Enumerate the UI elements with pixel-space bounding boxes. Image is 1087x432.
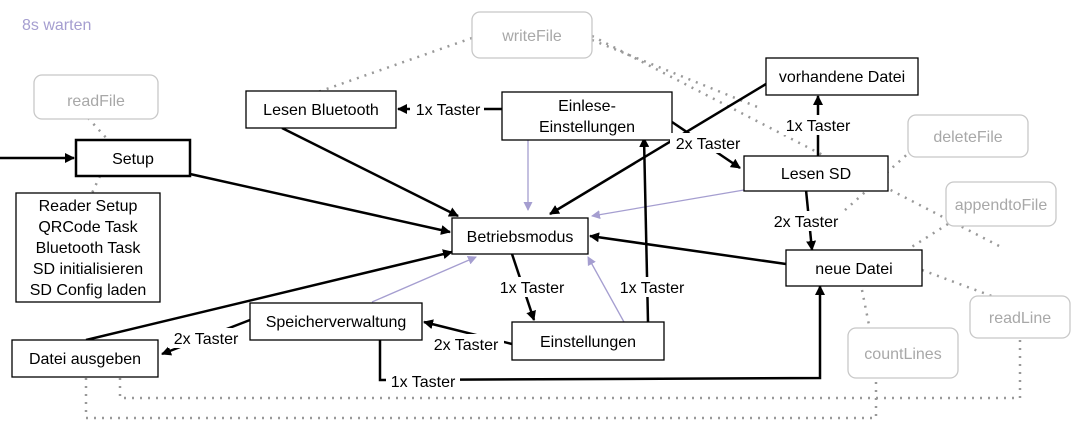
fn-readline: readLine	[969, 295, 1071, 339]
arrow-vorhandene-betriebsmodus	[549, 82, 767, 216]
node-lesen-sd-label: Lesen SD	[781, 166, 851, 183]
node-setup-details: Reader Setup QRCode Task Bluetooth Task …	[15, 192, 161, 303]
connector-writefile-left	[317, 36, 473, 94]
setup-detail-2: Bluetooth Task	[36, 240, 142, 257]
node-lesen-sd: Lesen SD	[743, 155, 889, 192]
connector-setup-details	[90, 175, 102, 194]
label-speicher-neuedatei: 1x Taster	[391, 374, 456, 391]
label-einlese-lesensd: 2x Taster	[676, 136, 741, 153]
arrow-einstellungen-betriebsmodus	[587, 256, 625, 323]
arrow-speicher-betriebsmodus	[371, 256, 477, 303]
node-vorhandene-datei: vorhandene Datei	[765, 57, 919, 96]
arrow-speicher-neuedatei	[378, 285, 825, 382]
fn-readfile: readFile	[33, 74, 159, 120]
node-betriebsmodus-label: Betriebsmodus	[467, 229, 574, 246]
node-datei-ausgeben-label: Datei ausgeben	[29, 351, 141, 368]
node-betriebsmodus: Betriebsmodus	[451, 217, 589, 255]
fn-countlines: countLines	[847, 327, 959, 379]
node-lesen-bluetooth-label: Lesen Bluetooth	[263, 102, 379, 119]
fn-deletefile-label: deleteFile	[933, 129, 1002, 146]
node-neue-datei: neue Datei	[785, 249, 923, 287]
fn-appendtofile: appendtoFile	[945, 181, 1057, 227]
fn-readline-label: readLine	[989, 310, 1051, 327]
connector-readfile-setup	[87, 117, 111, 143]
connector-datei-ausgeben-bottom	[118, 336, 1022, 400]
node-einlese-einstellungen: Einlese- Einstellungen	[501, 91, 673, 141]
state-boxes: Setup Reader Setup QRCode Task Bluetooth…	[11, 57, 923, 378]
label-einlese-bluetooth: 1x Taster	[416, 102, 481, 119]
node-neue-datei-label: neue Datei	[815, 261, 892, 278]
connector-writefile-far	[591, 34, 1004, 250]
connector-neue-datei-readline	[921, 268, 998, 300]
arrow-lesenbluetooth-betriebsmodus	[281, 126, 459, 218]
arrow-dateiausgeben-betriebsmodus	[85, 249, 453, 342]
node-lesen-bluetooth: Lesen Bluetooth	[245, 90, 397, 129]
node-speicherverwaltung: Speicherverwaltung	[249, 302, 423, 341]
node-datei-ausgeben: Datei ausgeben	[11, 339, 159, 378]
setup-detail-4: SD Config laden	[30, 282, 147, 299]
setup-detail-0: Reader Setup	[39, 198, 138, 215]
node-einlese-label-line-2: Einstellungen	[539, 119, 635, 136]
node-einstellungen-label: Einstellungen	[540, 334, 636, 351]
label-einstellungen-einlese: 1x Taster	[620, 280, 685, 297]
label-lesensd-vorhandene: 1x Taster	[786, 118, 851, 135]
fn-countlines-label: countLines	[864, 346, 941, 363]
fn-writefile-label: writeFile	[501, 28, 562, 45]
connector-appendtofile	[909, 222, 949, 250]
node-vorhandene-datei-label: vorhandene Datei	[779, 69, 905, 86]
label-einstellungen-speicher: 2x Taster	[434, 337, 499, 354]
node-speicherverwaltung-label: Speicherverwaltung	[266, 314, 407, 331]
node-setup: Setup	[74, 138, 192, 178]
connector-neue-datei-countlines	[860, 289, 872, 331]
label-betriebsmodus-einstellungen: 1x Taster	[500, 280, 565, 297]
arrow-neuedatei-betriebsmodus	[589, 232, 787, 266]
fn-appendtofile-label: appendtoFile	[955, 197, 1048, 214]
node-einstellungen: Einstellungen	[511, 321, 665, 361]
edge-labels: 1x Taster 2x Taster 1x Taster 2x Taster …	[168, 99, 856, 391]
fn-readfile-label: readFile	[67, 93, 125, 110]
arrow-setup-betriebsmodus	[189, 172, 451, 235]
fn-deletefile: deleteFile	[907, 114, 1029, 158]
lavender-arrows	[371, 140, 745, 323]
function-boxes: readFile writeFile deleteFile appendtoFi…	[33, 11, 1071, 379]
node-setup-label: Setup	[112, 151, 154, 168]
setup-detail-3: SD initialisieren	[33, 261, 143, 278]
node-einlese-label-line-1: Einlese-	[558, 98, 616, 115]
label-lesensd-neuedatei: 2x Taster	[774, 214, 839, 231]
arrow-lesensd-betriebsmodus	[591, 189, 745, 220]
fn-writefile: writeFile	[471, 11, 593, 59]
label-speicher-dateiausgeben: 2x Taster	[174, 331, 239, 348]
wait-note: 8s warten	[22, 17, 91, 34]
setup-detail-1: QRCode Task	[38, 219, 138, 236]
